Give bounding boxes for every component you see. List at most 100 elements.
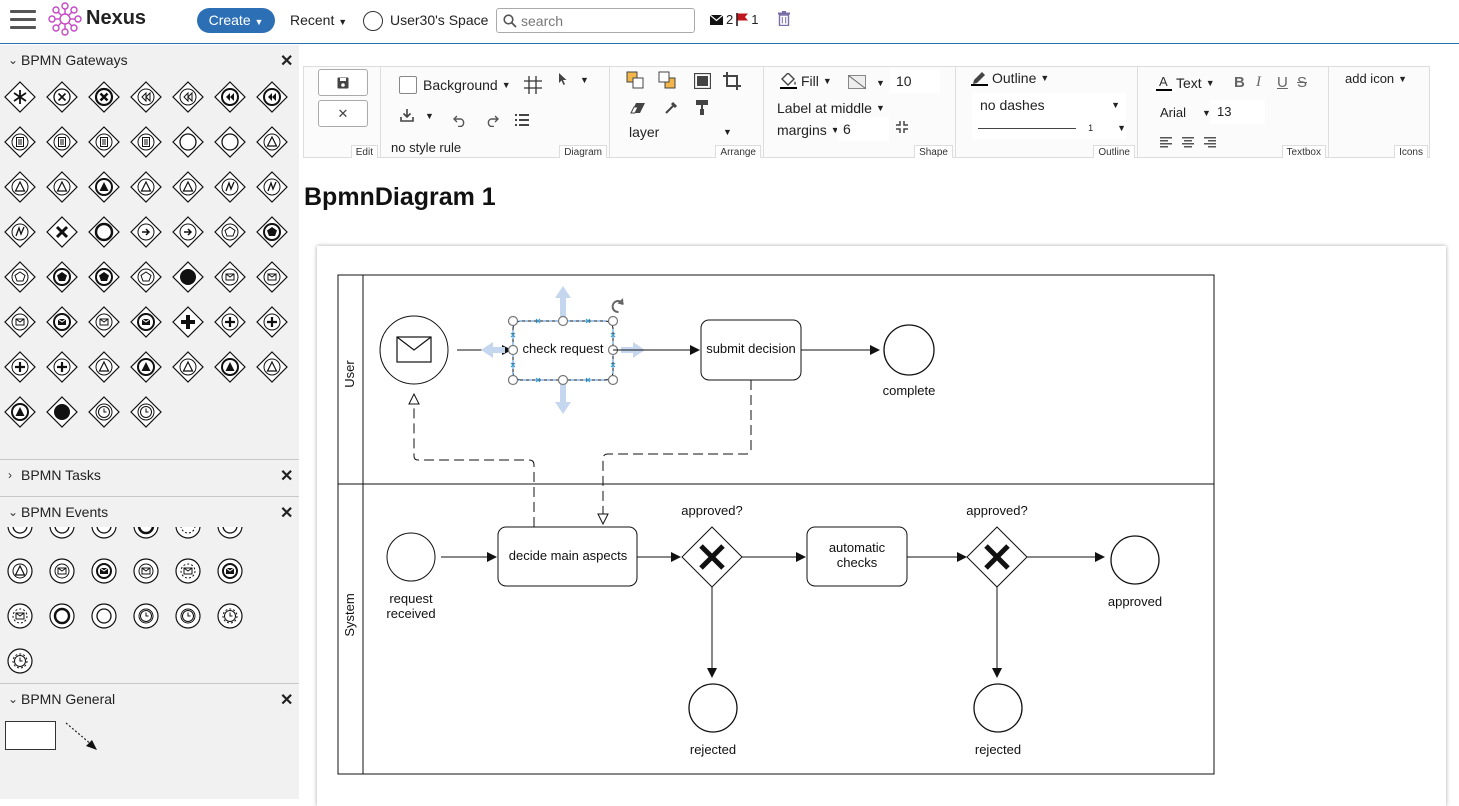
end-event-rejected-1[interactable] (688, 683, 738, 733)
gateway-shape-mail-icon[interactable] (4, 306, 36, 338)
eyedropper-icon[interactable] (664, 101, 678, 115)
gateway-shape-pluscirc-icon[interactable] (4, 351, 36, 383)
gateway-shape-mailf-icon[interactable] (46, 306, 78, 338)
gateway-shape-filled-icon[interactable] (46, 396, 78, 428)
fill-menu[interactable]: Fill ▼ (780, 73, 832, 89)
event-shape-circleb-icon[interactable] (46, 600, 78, 632)
bold-icon[interactable]: B (1234, 74, 1245, 91)
list-icon[interactable] (515, 114, 529, 126)
opacity-icon[interactable] (848, 75, 866, 89)
align-left-icon[interactable] (1160, 137, 1172, 148)
gateway-shape-pent-icon[interactable] (130, 261, 162, 293)
gateway-shape-pentf-icon[interactable] (256, 216, 288, 248)
margins-select[interactable]: margins ▼ (777, 122, 840, 138)
chevron-down-icon[interactable]: ▼ (580, 75, 589, 85)
gateway-shape-xcirc-icon[interactable] (46, 81, 78, 113)
general-rectangle-shape[interactable] (5, 721, 57, 751)
outline-menu[interactable]: Outline ▼ (971, 69, 1049, 86)
event-shape-tri-icon[interactable] (4, 555, 36, 587)
event-shape-dashcirc-icon[interactable] (172, 527, 204, 542)
send-to-back-icon[interactable] (658, 71, 676, 89)
gateway-shape-rew-icon[interactable] (130, 81, 162, 113)
gateway-shape-doc-icon[interactable] (4, 126, 36, 158)
nexus-logo-icon[interactable] (48, 2, 82, 36)
gateway-shape-tri-icon[interactable] (130, 171, 162, 203)
event-shape-circle-icon[interactable] (88, 600, 120, 632)
menu-icon[interactable] (10, 10, 36, 30)
download-icon[interactable] (400, 108, 414, 122)
collapse-icon[interactable] (895, 120, 909, 134)
gateway-shape-tri-icon[interactable] (46, 171, 78, 203)
text-color-menu[interactable]: A Text ▼ (1156, 74, 1215, 91)
gateway-shape-rewf-icon[interactable] (214, 81, 246, 113)
save-button[interactable] (318, 69, 368, 96)
search-input[interactable] (521, 12, 689, 29)
gateway-shape-circle-icon[interactable] (214, 126, 246, 158)
start-event-request-received[interactable] (386, 532, 436, 582)
gateway-shape-trif-icon[interactable] (88, 171, 120, 203)
palette-header-tasks[interactable]: › BPMN Tasks ✕ (0, 460, 299, 490)
palette-header-general[interactable]: ⌄ BPMN General ✕ (0, 684, 299, 714)
gateway-shape-mail-icon[interactable] (214, 261, 246, 293)
crop-icon[interactable] (723, 72, 741, 90)
event-shape-circle-icon[interactable] (214, 527, 246, 542)
close-icon[interactable]: ✕ (280, 505, 294, 522)
gateway-shape-pluscirc-icon[interactable] (46, 351, 78, 383)
close-icon[interactable]: ✕ (280, 53, 294, 70)
event-shape-dashclock-icon[interactable] (4, 645, 36, 677)
gateway-shape-tri-icon[interactable] (256, 126, 288, 158)
lane-label-system[interactable]: System (342, 593, 357, 636)
cancel-button[interactable]: ✕ (318, 100, 368, 127)
close-icon[interactable]: ✕ (280, 468, 294, 485)
end-event-rejected-2[interactable] (973, 683, 1023, 733)
gateway-shape-pent-icon[interactable] (4, 261, 36, 293)
gateway-shape-zig-icon[interactable] (4, 216, 36, 248)
gateway-shape-doc-icon[interactable] (88, 126, 120, 158)
gateway-shape-trif-icon[interactable] (4, 396, 36, 428)
gateway-shape-pluscirc-icon[interactable] (214, 306, 246, 338)
general-arrow-shape[interactable] (64, 721, 100, 751)
gateway-shape-clock-icon[interactable] (88, 396, 120, 428)
gateway-shape-pent-icon[interactable] (214, 216, 246, 248)
pointer-icon[interactable] (558, 72, 568, 86)
strikethrough-icon[interactable]: S (1297, 74, 1308, 91)
chevron-down-icon[interactable]: ▼ (425, 111, 434, 121)
diagram-canvas[interactable]: User System check request (317, 246, 1446, 806)
gateway-shape-plus-icon[interactable] (172, 306, 204, 338)
align-right-icon[interactable] (1204, 137, 1216, 148)
gateway-shape-doc-icon[interactable] (46, 126, 78, 158)
space-link[interactable]: User30's Space (390, 12, 489, 28)
font-size-input[interactable]: 13 (1211, 100, 1265, 124)
trash-icon[interactable] (778, 11, 790, 26)
grid-icon[interactable] (523, 75, 543, 95)
gateway-shape-rewf-icon[interactable] (256, 81, 288, 113)
gateway-shape-mail-icon[interactable] (88, 306, 120, 338)
end-event-complete[interactable] (883, 324, 935, 376)
gateway-shape-trif-icon[interactable] (214, 351, 246, 383)
dash-style-select[interactable]: no dashes ▼ (972, 93, 1126, 117)
lane-label-user[interactable]: User (342, 360, 357, 388)
underline-icon[interactable]: U (1277, 74, 1288, 91)
gateway-shape-x-icon[interactable] (46, 216, 78, 248)
gateway-shape-tri-icon[interactable] (88, 351, 120, 383)
gateway-shape-tri-icon[interactable] (172, 351, 204, 383)
create-button[interactable]: Create ▼ (197, 8, 275, 33)
undo-icon[interactable] (453, 113, 467, 127)
gateway-shape-clock-icon[interactable] (130, 396, 162, 428)
gateway-shape-zig-icon[interactable] (256, 171, 288, 203)
rotate-handle-icon[interactable] (611, 298, 624, 313)
gateway-shape-doc-icon[interactable] (130, 126, 162, 158)
gateway-shape-pluscirc-icon[interactable] (256, 306, 288, 338)
event-shape-clock-icon[interactable] (172, 600, 204, 632)
gateway-shape-arrow-icon[interactable] (172, 216, 204, 248)
gateway-shape-arrow-icon[interactable] (130, 216, 162, 248)
gateway-shape-tri-icon[interactable] (256, 351, 288, 383)
event-shape-mailf-icon[interactable] (214, 555, 246, 587)
opacity-input[interactable]: 10 (890, 69, 940, 93)
recent-menu[interactable]: Recent ▼ (290, 12, 347, 28)
event-shape-circle-icon[interactable] (46, 527, 78, 542)
palette-header-gateways[interactable]: ⌄ BPMN Gateways ✕ (0, 45, 299, 75)
image-icon[interactable] (694, 73, 711, 89)
notifications[interactable]: 2 1 (710, 12, 758, 27)
event-shape-circle-icon[interactable] (4, 527, 36, 542)
